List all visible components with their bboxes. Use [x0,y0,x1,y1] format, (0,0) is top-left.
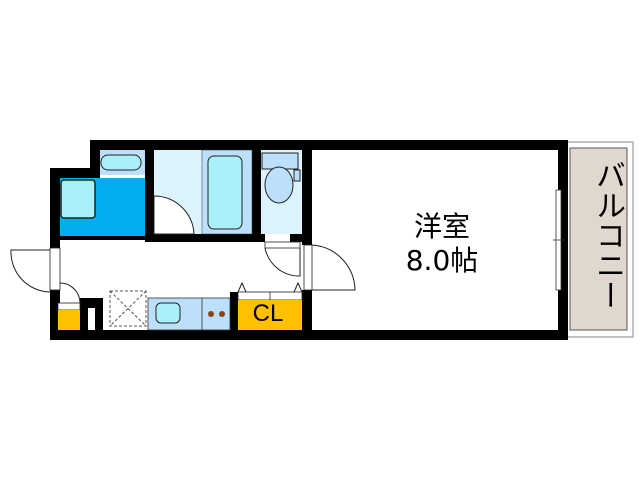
room-door-swing [311,244,356,291]
balcony [566,141,634,338]
wash-basin-icon [100,154,142,171]
door-swing-icon [153,195,195,235]
bathtub-icon [207,155,243,230]
washing-machine-icon [60,179,96,219]
stove-burner-icon [219,311,225,317]
room-size: 8.0帖 [405,244,479,277]
western-room-label: 洋室 8.0帖 [372,210,512,278]
closet [238,300,302,330]
shoe-cabinet [58,310,80,330]
closet-label: CL [252,300,284,327]
sink-icon [155,302,181,324]
room-name: 洋室 [413,210,470,243]
balcony-label: バルコニー [590,160,625,310]
entrance-door-swing [10,249,51,293]
toilet-bowl-icon [264,166,294,204]
toilet-door-swing [264,247,301,277]
stove-burner-icon [208,311,214,317]
